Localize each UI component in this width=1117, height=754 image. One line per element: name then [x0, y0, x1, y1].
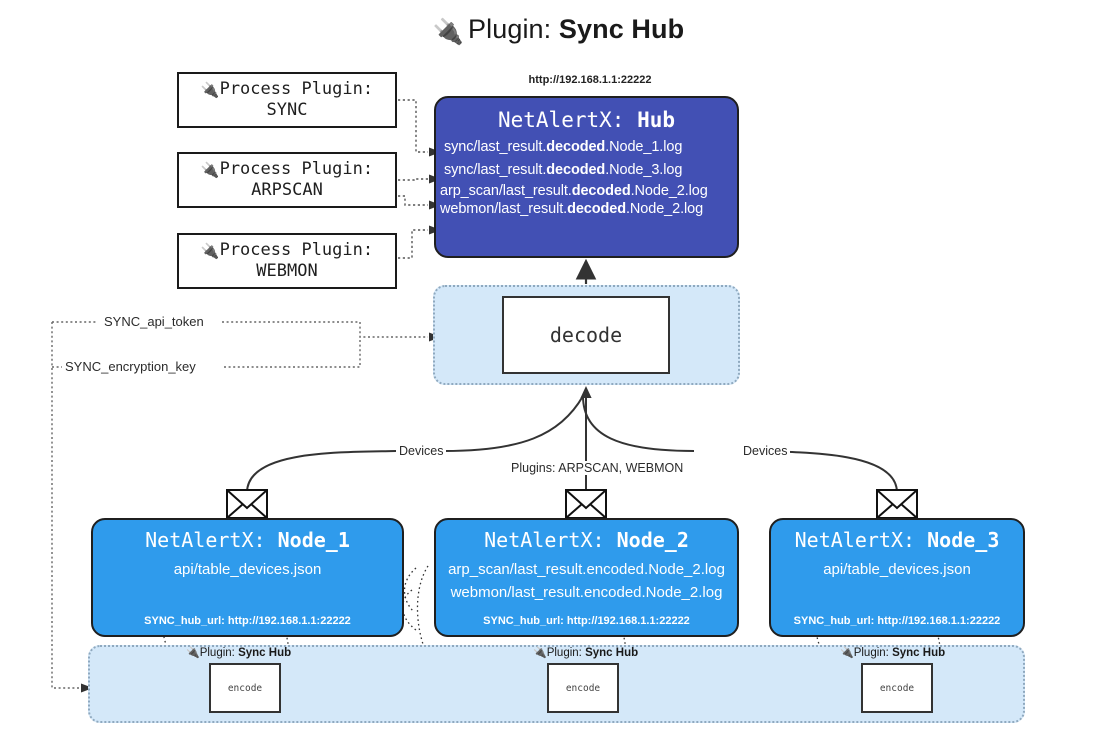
node-title-name: Node_1 — [277, 528, 350, 552]
encoder-label-name: Sync Hub — [585, 647, 639, 659]
node-hub-url: SYNC_hub_url: http://192.168.1.1:22222 — [144, 615, 351, 627]
node-title: NetAlertX: Node_2 — [436, 528, 737, 552]
encoder-plugin-label-1: 🔌Plugin: Sync Hub — [186, 646, 291, 659]
decode-box[interactable]: decode — [502, 296, 670, 374]
process-plugin-arpscan[interactable]: 🔌Process Plugin: ARPSCAN — [177, 152, 397, 208]
hub-title: NetAlertX: Hub — [436, 108, 737, 132]
encoder-label-prefix: Plugin: — [199, 647, 235, 659]
title-name: Sync Hub — [558, 14, 685, 44]
page-title: 🔌Plugin: Sync Hub — [0, 14, 1117, 47]
encode-box-2[interactable]: encode — [547, 663, 619, 713]
hub-title-name: Hub — [637, 108, 676, 132]
encoder-label-prefix: Plugin: — [546, 647, 582, 659]
node-2[interactable]: NetAlertX: Node_2 arp_scan/last_result.e… — [434, 518, 739, 637]
node-hub-url: SYNC_hub_url: http://192.168.1.1:22222 — [483, 615, 690, 627]
log-post: .Node_3.log — [605, 162, 683, 178]
process-plugin-name: WEBMON — [256, 261, 318, 281]
node-title: NetAlertX: Node_3 — [771, 528, 1023, 552]
hub-log-line: sync/last_result.decoded.Node_1.log — [444, 139, 737, 155]
log-mid: decoded — [546, 162, 606, 178]
node-line: webmon/last_result.encoded.Node_2.log — [450, 584, 723, 601]
plug-icon: 🔌 — [533, 647, 547, 659]
log-pre: webmon/last_result. — [440, 201, 568, 217]
process-plugin-label: Process Plugin: — [219, 78, 374, 99]
sync-encryption-key-label: SYNC_encryption_key — [62, 359, 199, 374]
encoder-label-name: Sync Hub — [238, 647, 292, 659]
process-plugin-name: ARPSCAN — [251, 180, 323, 200]
node-title-prefix: NetAlertX: — [145, 528, 266, 552]
plug-icon: 🔌 — [840, 647, 854, 659]
process-plugin-label: Process Plugin: — [219, 158, 374, 179]
devices-label-right: Devices — [740, 444, 791, 458]
hub-log-line: arp_scan/last_result.decoded.Node_2.log — [440, 183, 737, 199]
node-1[interactable]: NetAlertX: Node_1 api/table_devices.json… — [91, 518, 404, 637]
plug-icon: 🔌 — [432, 18, 465, 46]
sync-api-token-label: SYNC_api_token — [101, 314, 207, 329]
node-line: api/table_devices.json — [823, 561, 971, 578]
log-pre: sync/last_result. — [444, 139, 547, 155]
encoder-plugin-label-3: 🔌Plugin: Sync Hub — [840, 646, 945, 659]
log-pre: sync/last_result. — [444, 162, 547, 178]
node-title-name: Node_3 — [927, 528, 1000, 552]
encoder-label-prefix: Plugin: — [853, 647, 889, 659]
hub-node[interactable]: NetAlertX: Hub sync/last_result.decoded.… — [434, 96, 739, 258]
plug-icon: 🔌 — [200, 160, 220, 179]
process-plugin-sync[interactable]: 🔌Process Plugin: SYNC — [177, 72, 397, 128]
log-mid: decoded — [571, 183, 631, 199]
plug-icon: 🔌 — [186, 647, 200, 659]
hub-title-prefix: NetAlertX: — [497, 108, 625, 132]
node-title-prefix: NetAlertX: — [484, 528, 605, 552]
process-plugin-webmon[interactable]: 🔌Process Plugin: WEBMON — [177, 233, 397, 289]
node-hub-url: SYNC_hub_url: http://192.168.1.1:22222 — [793, 615, 1001, 627]
hub-log-line: sync/last_result.decoded.Node_3.log — [444, 162, 737, 178]
node-line: arp_scan/last_result.encoded.Node_2.log — [448, 561, 725, 578]
encoder-label-name: Sync Hub — [892, 647, 946, 659]
plug-icon: 🔌 — [200, 80, 220, 99]
encode-box-3[interactable]: encode — [861, 663, 933, 713]
node-title-prefix: NetAlertX: — [794, 528, 916, 552]
encoder-plugin-label-2: 🔌Plugin: Sync Hub — [533, 646, 638, 659]
encode-box-1[interactable]: encode — [209, 663, 281, 713]
node-title-name: Node_2 — [616, 528, 689, 552]
node-line: api/table_devices.json — [173, 561, 322, 578]
devices-label-left: Devices — [396, 444, 447, 458]
log-post: .Node_1.log — [605, 139, 683, 155]
hub-url-label: http://192.168.1.1:22222 — [528, 74, 652, 86]
log-post: .Node_2.log — [630, 183, 708, 199]
log-mid: decoded — [546, 139, 606, 155]
process-plugin-name: SYNC — [266, 100, 308, 120]
log-pre: arp_scan/last_result. — [440, 183, 572, 199]
hub-log-line: webmon/last_result.decoded.Node_2.log — [440, 201, 737, 217]
title-prefix: Plugin: — [468, 14, 552, 44]
process-plugin-label: Process Plugin: — [219, 239, 374, 260]
log-post: .Node_2.log — [625, 201, 704, 217]
log-mid: decoded — [567, 201, 626, 217]
plug-icon: 🔌 — [200, 241, 220, 260]
plugins-label: Plugins: ARPSCAN, WEBMON — [508, 461, 687, 475]
node-title: NetAlertX: Node_1 — [93, 528, 402, 552]
node-3[interactable]: NetAlertX: Node_3 api/table_devices.json… — [769, 518, 1025, 637]
